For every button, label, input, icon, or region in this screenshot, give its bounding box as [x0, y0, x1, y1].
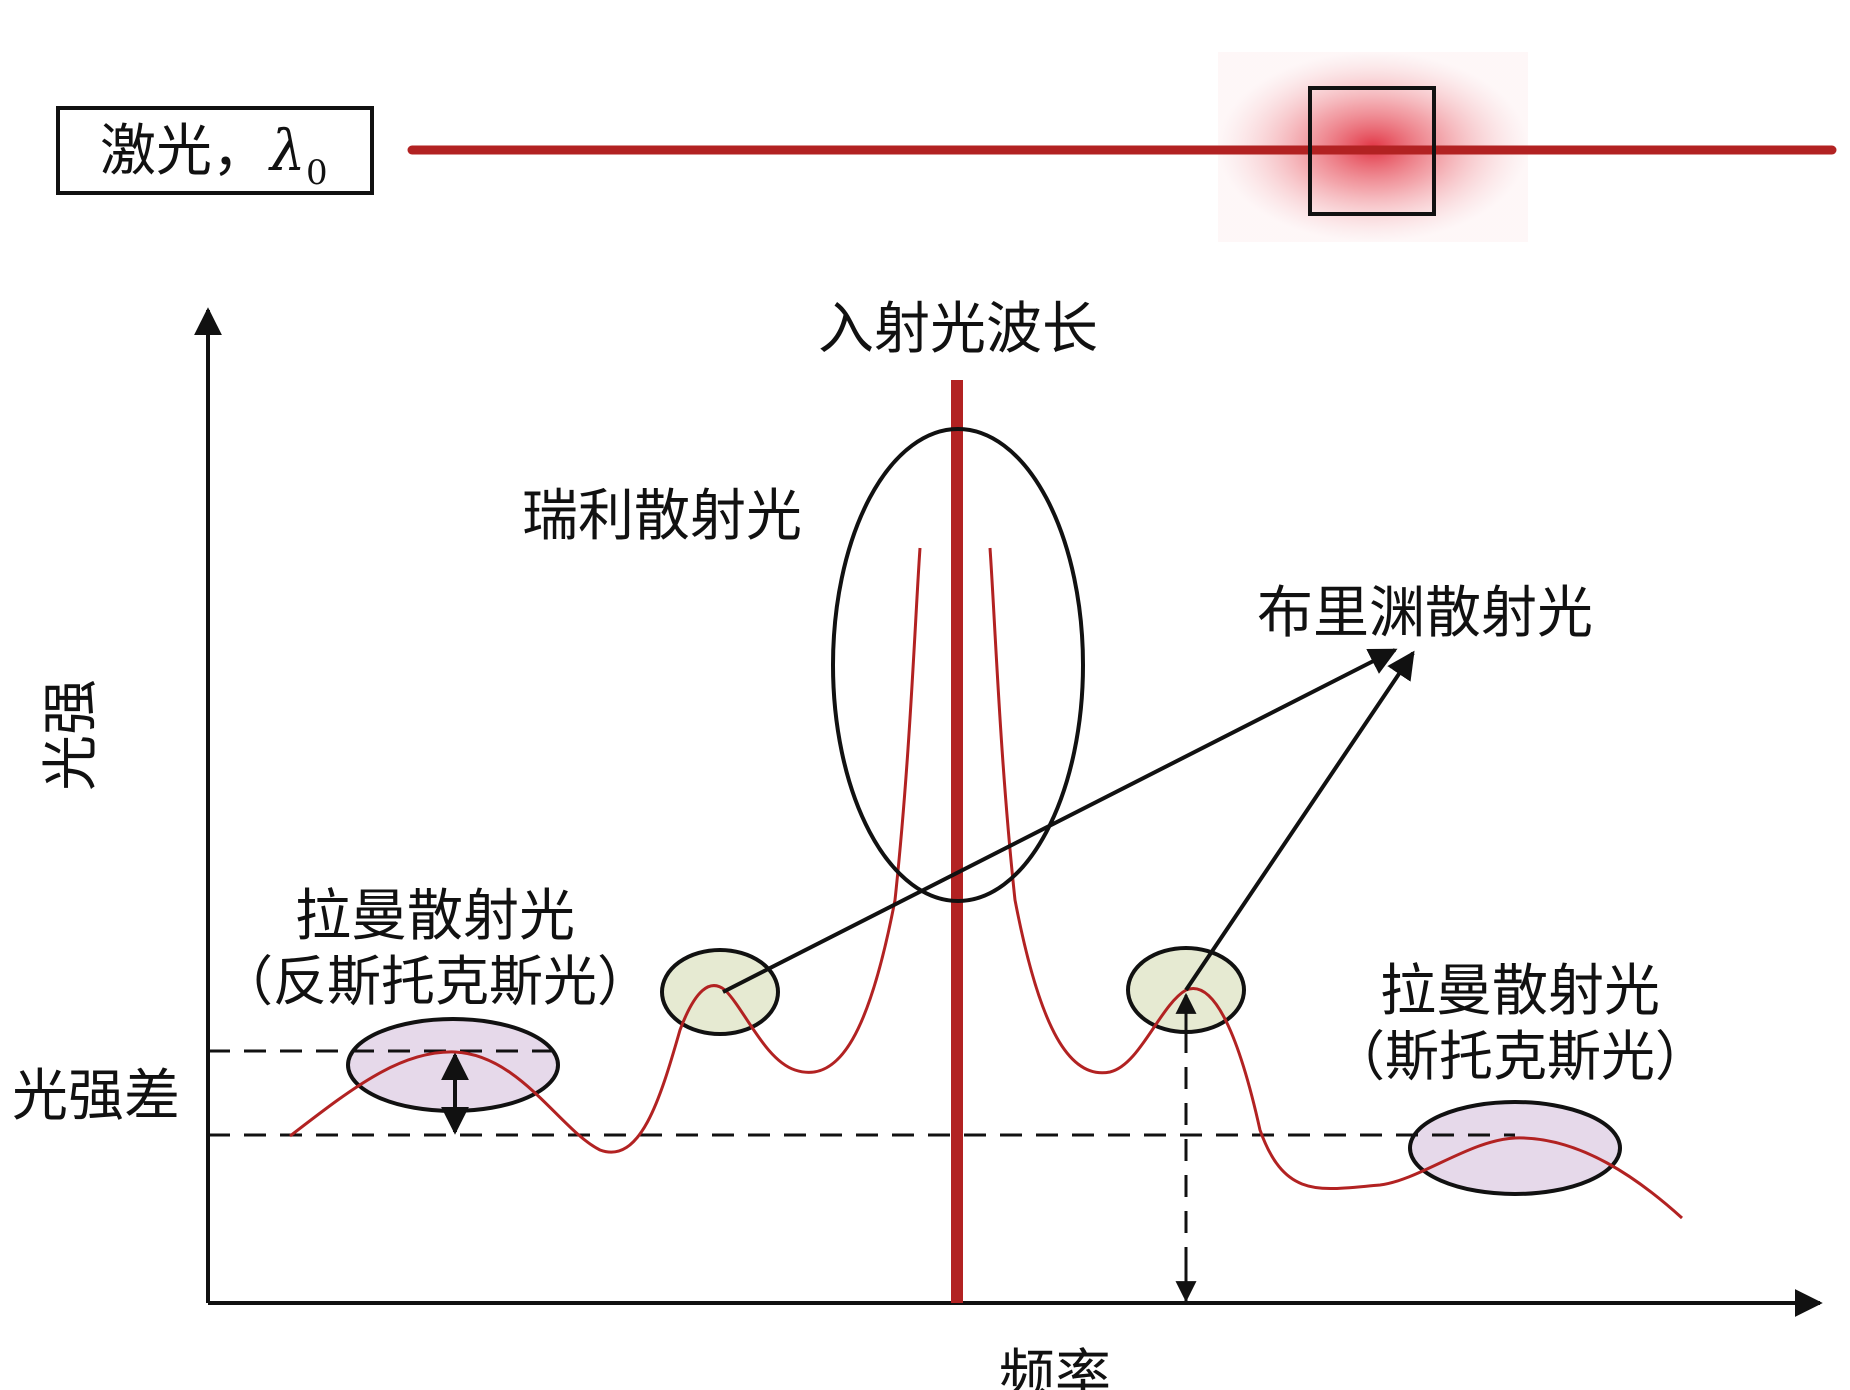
raman-anti-stokes-label: 拉曼散射光: [295, 884, 575, 949]
raman-stokes-label: 拉曼散射光: [1380, 959, 1660, 1024]
laser-label-box: 激光， λ 0: [56, 106, 374, 195]
brillouin-arrow-from-stokes: [1184, 650, 1415, 992]
incident-wavelength-label: 入射光波长: [818, 297, 1098, 362]
brillouin-anti-ellipse: [660, 948, 780, 1036]
intensity-difference-label: 光强差: [12, 1064, 180, 1129]
laser-lambda-subscript: 0: [306, 153, 328, 193]
raman-stokes-ellipse: [1408, 1100, 1622, 1196]
brillouin-label: 布里渊散射光: [1257, 581, 1593, 646]
rayleigh-ellipse: [831, 427, 1085, 903]
scattering-sample-box: [1308, 86, 1436, 216]
raman-stokes-sublabel: （斯托克斯光）: [1331, 1025, 1709, 1088]
y-axis-label: 光强: [39, 679, 104, 791]
rayleigh-label: 瑞利散射光: [522, 484, 802, 549]
laser-label: 激光，: [100, 119, 268, 184]
brillouin-arrow-from-anti: [722, 648, 1398, 994]
x-axis-label: 频率: [999, 1344, 1111, 1390]
raman-anti-stokes-sublabel: （反斯托克斯光）: [219, 950, 651, 1013]
laser-lambda-symbol: λ: [268, 119, 306, 184]
